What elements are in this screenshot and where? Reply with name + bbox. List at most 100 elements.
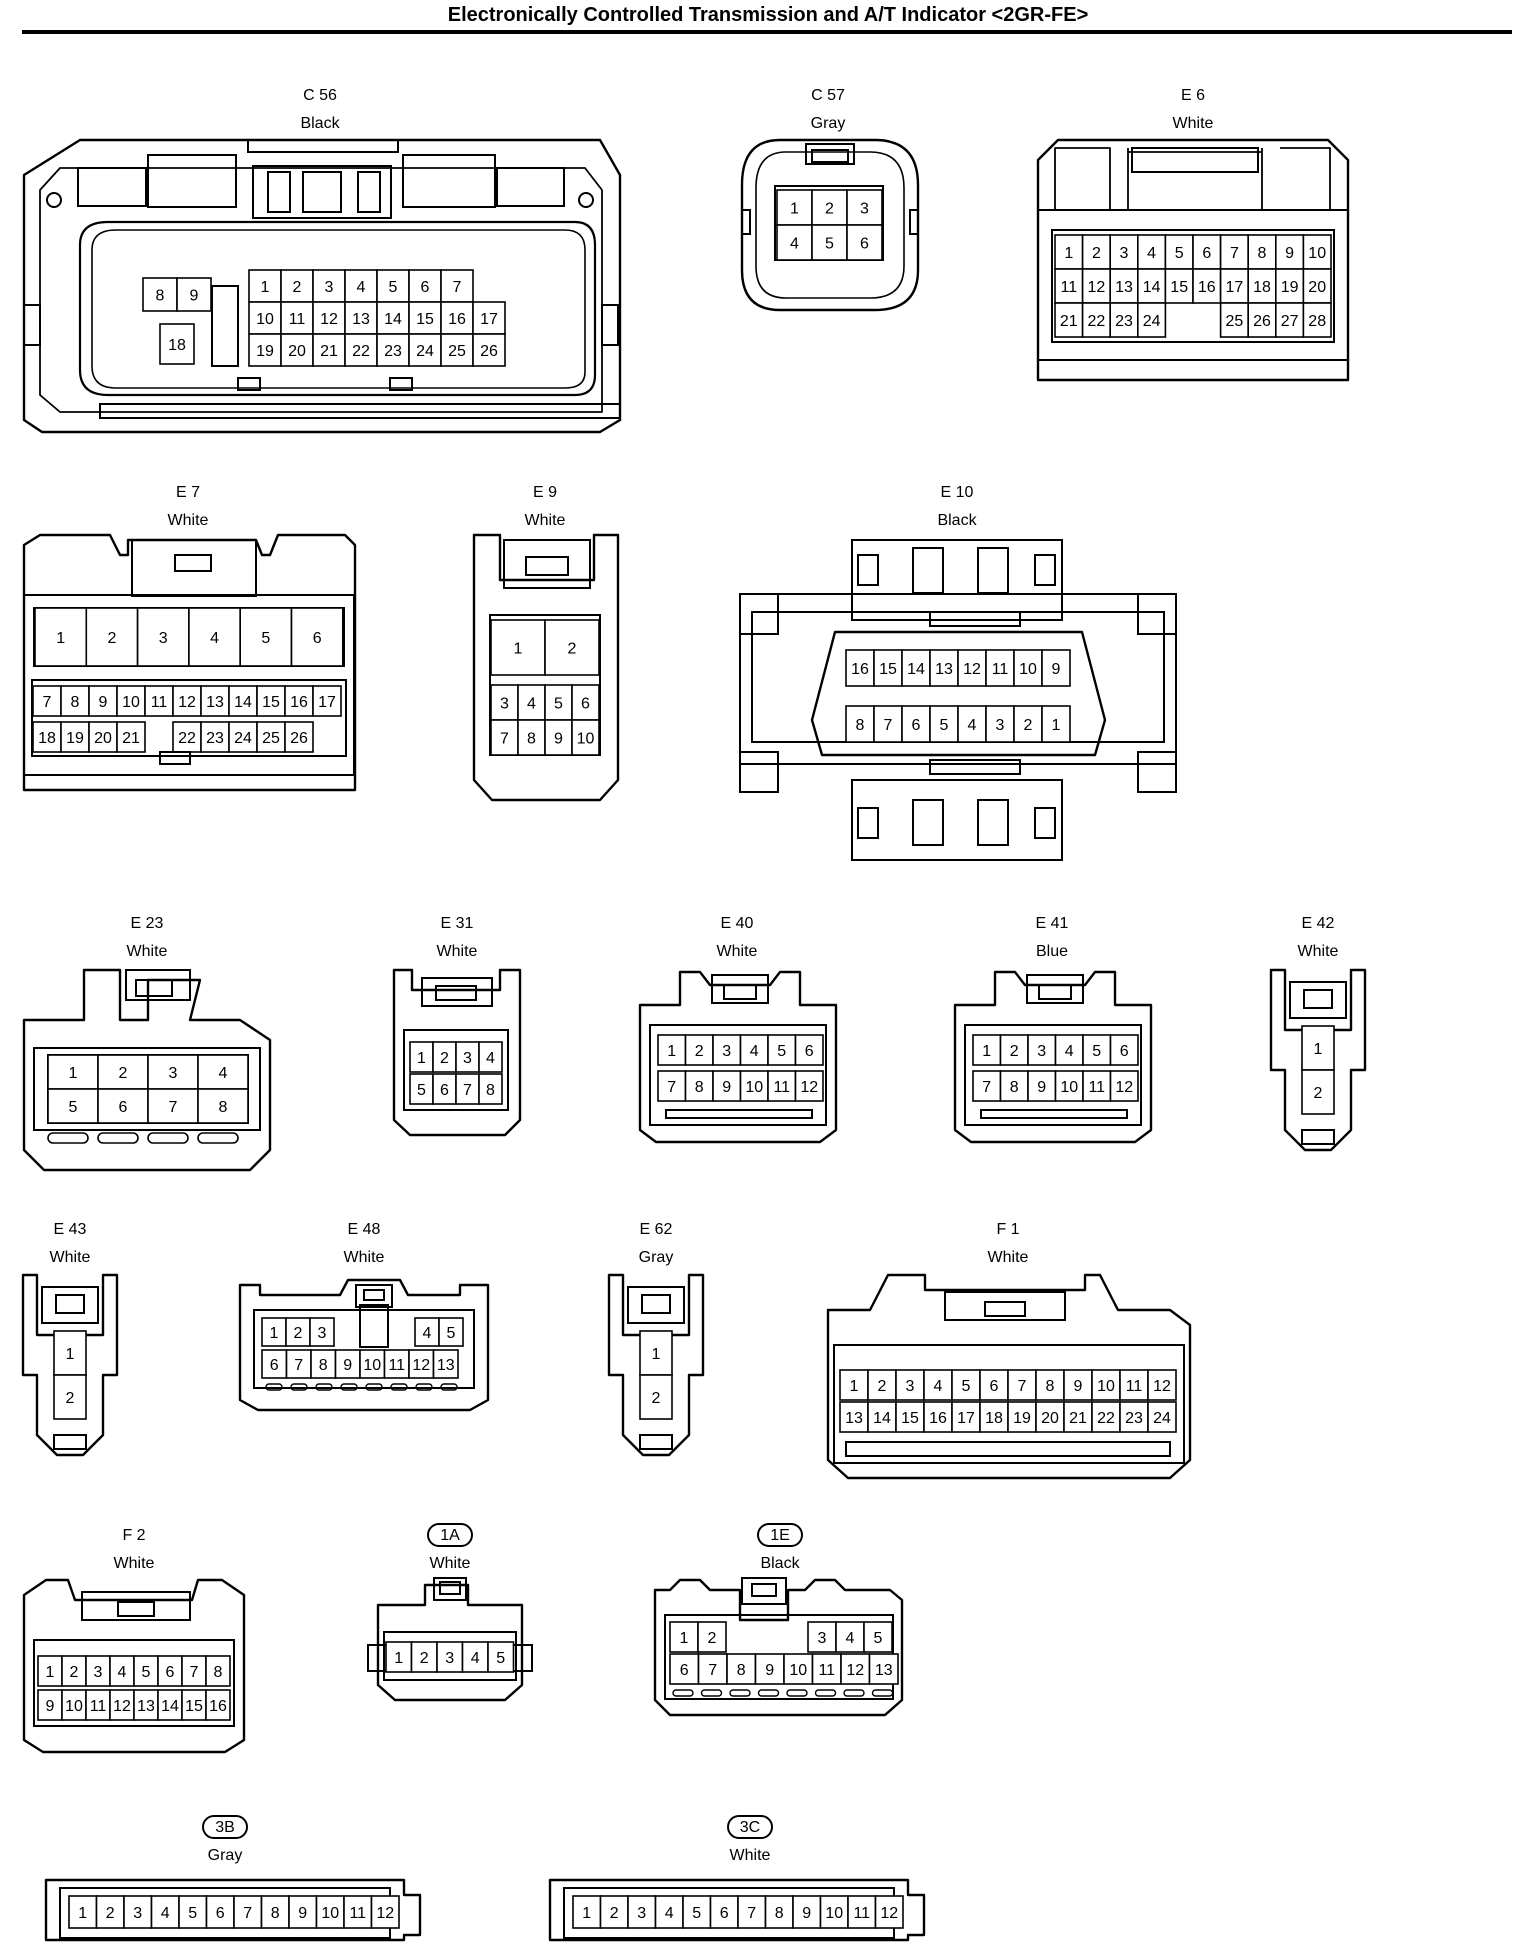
- pin-label: 16: [448, 311, 466, 328]
- pin-label: 6: [440, 1082, 449, 1099]
- pin-label: 3: [722, 1043, 731, 1060]
- pin-label: 6: [216, 1905, 225, 1922]
- connector-color: Blue: [1036, 943, 1068, 960]
- pin-label: 23: [384, 343, 402, 360]
- pin-label: 11: [1088, 1079, 1105, 1096]
- pin-label: 9: [190, 288, 199, 305]
- pin-label: 17: [1226, 279, 1244, 296]
- pin-label: 1: [417, 1050, 426, 1067]
- pin-label: 25: [1226, 313, 1244, 330]
- pin-label: 8: [271, 1905, 280, 1922]
- pin-label: 14: [384, 311, 402, 328]
- connector-color: Gray: [811, 115, 846, 132]
- pin-label: 19: [1013, 1410, 1031, 1427]
- connector-color: White: [127, 943, 168, 960]
- pin-label: 4: [1147, 245, 1156, 262]
- connector-color: Gray: [639, 1249, 674, 1266]
- pin-label: 11: [349, 1905, 366, 1922]
- pin-label: 5: [69, 1099, 78, 1116]
- connector-name: E 43: [54, 1221, 87, 1238]
- pin-label: 11: [853, 1905, 870, 1922]
- pin-label: 8: [527, 731, 536, 748]
- pin-label: 24: [1153, 1410, 1171, 1427]
- pin-label: 12: [880, 1905, 898, 1922]
- pin-label: 6: [805, 1043, 814, 1060]
- pin-label: 9: [722, 1079, 731, 1096]
- pin-label: 4: [665, 1905, 674, 1922]
- pin-label: 22: [1088, 313, 1106, 330]
- pin-label: 5: [825, 236, 834, 253]
- pin-label: 10: [1019, 661, 1037, 678]
- pin-label: 26: [290, 730, 308, 747]
- pin-label: 2: [610, 1905, 619, 1922]
- pin-label: 9: [765, 1662, 774, 1679]
- pin-label: 6: [421, 279, 430, 296]
- pin-label: 5: [142, 1664, 151, 1681]
- pin-label: 17: [318, 694, 336, 711]
- pin-label: 11: [388, 1357, 405, 1374]
- pin-label: 8: [71, 694, 80, 711]
- pin-label: 8: [214, 1664, 223, 1681]
- pin-label: 9: [1052, 661, 1061, 678]
- pin-label: 8: [1046, 1378, 1055, 1395]
- pin-label: 12: [178, 694, 196, 711]
- pin-label: 16: [1198, 279, 1216, 296]
- pin-label: 14: [234, 694, 252, 711]
- pin-label: 16: [209, 1698, 227, 1715]
- connector-color: White: [1173, 115, 1214, 132]
- page-title: Electronically Controlled Transmission a…: [447, 4, 1089, 26]
- pin-label: 9: [554, 731, 563, 748]
- pin-label: 4: [486, 1050, 495, 1067]
- pin-label: 1: [56, 630, 65, 647]
- connector-name-badge: [427, 1523, 473, 1547]
- connector-color: Black: [300, 115, 340, 132]
- pin-label: 13: [206, 694, 224, 711]
- connector-name: E 7: [176, 484, 200, 501]
- pin-label: 1: [261, 279, 270, 296]
- connector-color: White: [344, 1249, 385, 1266]
- connector-color: White: [1298, 943, 1339, 960]
- pin-label: 12: [320, 311, 338, 328]
- pin-label: 2: [1092, 245, 1101, 262]
- pin-label: 13: [845, 1410, 863, 1427]
- pin-label: 3: [159, 630, 168, 647]
- pin-label: 3: [500, 696, 509, 713]
- pin-label: 15: [262, 694, 280, 711]
- pin-label: 8: [319, 1357, 328, 1374]
- pin-label: 4: [210, 630, 219, 647]
- pin-label: 2: [106, 1905, 115, 1922]
- pin-label: 9: [298, 1905, 307, 1922]
- pin-label: 14: [907, 661, 925, 678]
- pin-label: 26: [1253, 313, 1271, 330]
- pin-label: 15: [416, 311, 434, 328]
- pin-label: 4: [750, 1043, 759, 1060]
- pin-label: 7: [294, 1357, 303, 1374]
- pin-label: 6: [270, 1357, 279, 1374]
- pin-label: 3: [996, 717, 1005, 734]
- connector-color: White: [437, 943, 478, 960]
- pin-label: 8: [156, 288, 165, 305]
- pin-label: 4: [423, 1325, 432, 1342]
- pin-label: 9: [46, 1698, 55, 1715]
- connector-color: Black: [760, 1555, 800, 1572]
- connector-e43: 12: [21, 1273, 119, 1457]
- pin-label: 12: [412, 1357, 430, 1374]
- pin-label: 14: [161, 1698, 179, 1715]
- pin-label: 22: [352, 343, 370, 360]
- connector-name: E 6: [1181, 87, 1205, 104]
- pin-label: 6: [313, 630, 322, 647]
- pin-label: 19: [1281, 279, 1299, 296]
- pin-label: 15: [1170, 279, 1188, 296]
- connector-name-badge: [757, 1523, 803, 1547]
- pin-label: 4: [527, 696, 536, 713]
- pin-label: 4: [934, 1378, 943, 1395]
- pin-label: 2: [70, 1664, 79, 1681]
